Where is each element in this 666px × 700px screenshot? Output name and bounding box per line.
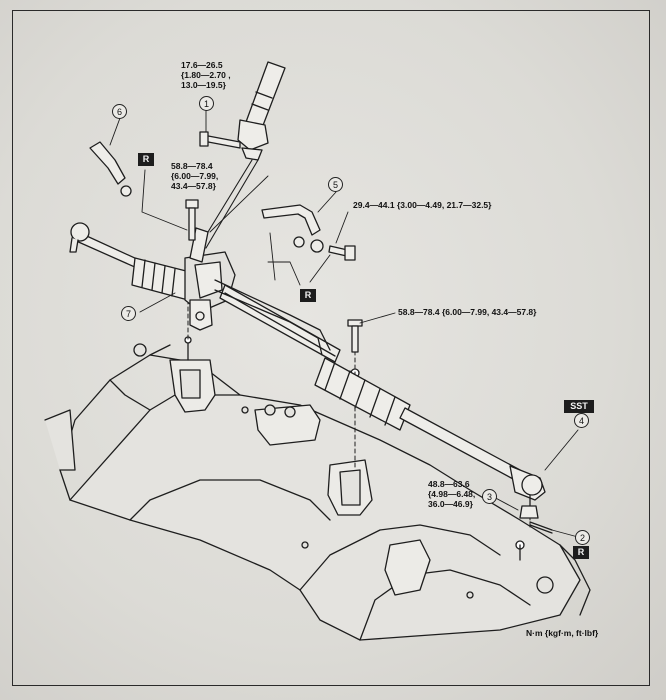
sst-tag: SST	[564, 400, 594, 413]
callout-6: 6	[112, 104, 127, 119]
torque-5-line-1: 48.8—63.6	[428, 479, 470, 489]
torque-1-line-2: {1.80—2.70 ,	[181, 70, 231, 80]
torque-2-line-1: 58.8—78.4	[171, 161, 213, 171]
replace-tag-2: R	[300, 289, 316, 302]
bolt-1	[199, 131, 241, 149]
steering-rack	[69, 222, 546, 509]
callout-2: 2	[575, 530, 590, 545]
torque-1-line-1: 17.6—26.5	[181, 60, 223, 70]
torque-5-line-3: 36.0—46.9}	[428, 499, 473, 509]
bolt-right	[347, 319, 363, 353]
crossmember	[44, 336, 591, 641]
hose-6	[89, 141, 132, 197]
callout-1: 1	[199, 96, 214, 111]
torque-label-3: 29.4—44.1 {3.00—4.49, 21.7—32.5}	[353, 200, 492, 210]
nut-3	[519, 505, 539, 519]
diagram-frame	[12, 10, 650, 686]
bolt-top	[185, 199, 199, 241]
leader-lines	[109, 110, 579, 538]
callout-5: 5	[328, 177, 343, 192]
hose-5	[261, 204, 356, 261]
replace-tag-3: R	[573, 546, 589, 559]
cotter-pin-2	[529, 521, 553, 534]
torque-2-line-3: 43.4—57.8}	[171, 181, 216, 191]
torque-label-2: 58.8—78.4 {6.00—7.99, 43.4—57.8}	[171, 161, 218, 191]
torque-2-line-2: {6.00—7.99,	[171, 171, 219, 181]
callout-3: 3	[482, 489, 497, 504]
torque-label-4: 58.8—78.4 {6.00—7.99, 43.4—57.8}	[398, 307, 537, 317]
callout-4: 4	[574, 413, 589, 428]
torque-5-line-2: {4.98—6.48,	[428, 489, 476, 499]
torque-label-1: 17.6—26.5 {1.80—2.70 , 13.0—19.5}	[181, 60, 231, 90]
torque-1-line-3: 13.0—19.5}	[181, 80, 226, 90]
intermediate-shaft	[189, 61, 286, 263]
replace-tag-1: R	[138, 153, 154, 166]
units-note: N·m {kgf·m, ft·lbf}	[526, 628, 599, 638]
callout-7: 7	[121, 306, 136, 321]
torque-label-5: 48.8—63.6 {4.98—6.48, 36.0—46.9}	[428, 479, 475, 509]
